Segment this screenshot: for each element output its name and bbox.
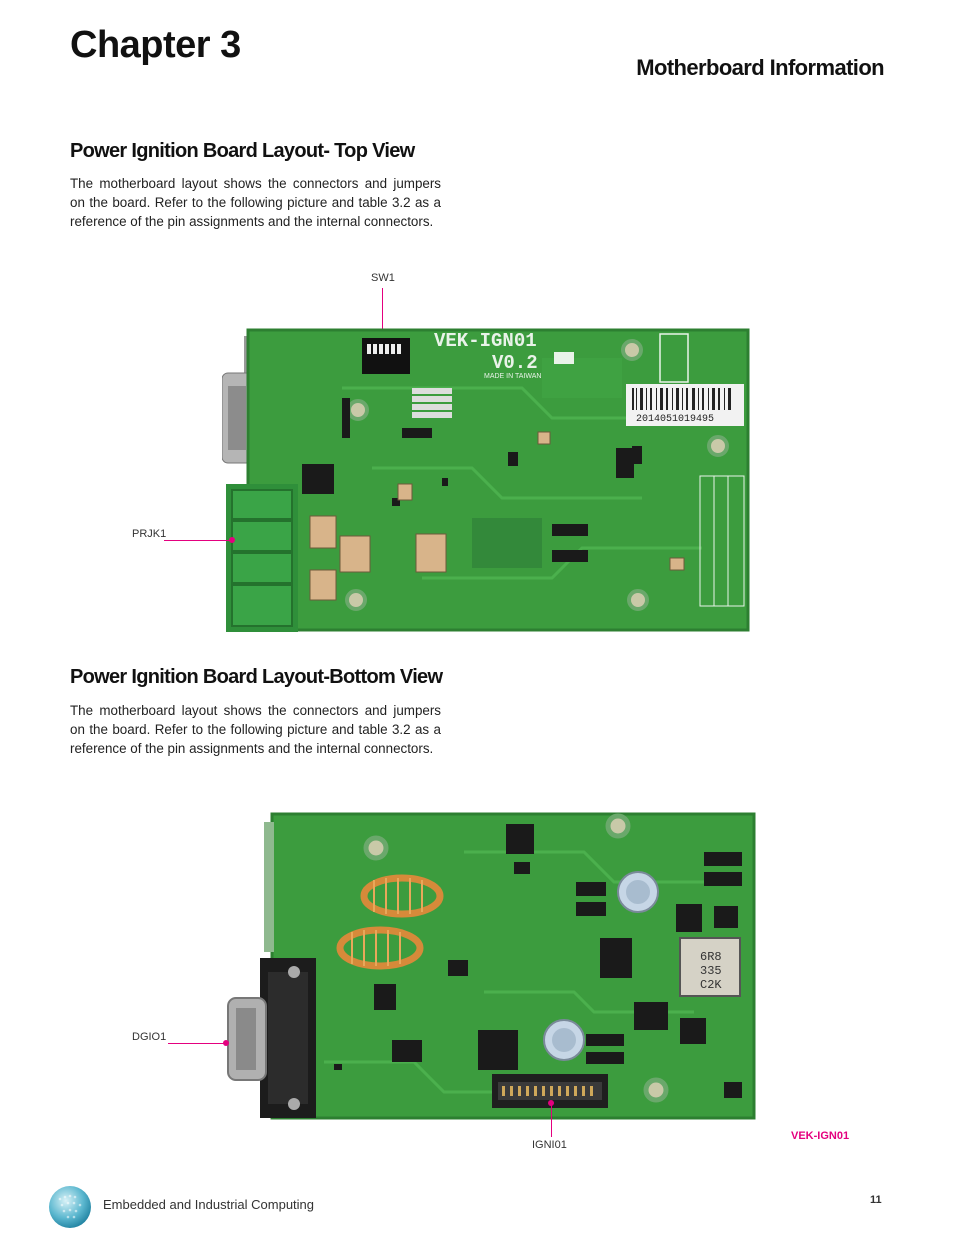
chapter-title: Chapter 3 bbox=[70, 24, 241, 66]
prjk1-leader-line bbox=[164, 540, 231, 541]
bottom-view-board-image: 6R8 335 C2K bbox=[224, 812, 756, 1120]
dgio1-label: DGIO1 bbox=[132, 1031, 167, 1043]
board-caption: VEK-IGN01 bbox=[791, 1130, 850, 1142]
bottom-view-description: The motherboard layout shows the connect… bbox=[70, 703, 441, 756]
dgio1-leader-dot bbox=[223, 1040, 229, 1046]
footer-company-text: Embedded and Industrial Computing bbox=[103, 1197, 315, 1212]
sw1-label: SW1 bbox=[371, 272, 395, 284]
sw1-leader-line bbox=[382, 288, 383, 340]
top-board-svg: VEK-IGN01 V0.2 MADE IN TAIWAN 2014051019… bbox=[222, 328, 750, 632]
section-title: Motherboard Information bbox=[636, 55, 884, 80]
bottom-board-svg: 6R8 335 C2K bbox=[227, 812, 756, 1120]
dgio1-leader-line bbox=[168, 1043, 226, 1044]
board-model-text: VEK-IGN01 bbox=[434, 330, 537, 352]
prjk1-label: PRJK1 bbox=[132, 528, 167, 540]
svg-text:C2K: C2K bbox=[700, 978, 722, 992]
page-number: 11 bbox=[870, 1194, 882, 1206]
board-version-text: V0.2 bbox=[492, 352, 538, 374]
board-serial-text: 2014051019495 bbox=[636, 414, 714, 425]
top-view-description: The motherboard layout shows the connect… bbox=[70, 176, 441, 229]
top-view-board-image: VEK-IGN01 V0.2 MADE IN TAIWAN 2014051019… bbox=[222, 328, 750, 632]
bottom-view-heading: Power Ignition Board Layout-Bottom View bbox=[70, 666, 443, 688]
svg-text:335: 335 bbox=[700, 964, 722, 978]
top-view-heading: Power Ignition Board Layout- Top View bbox=[70, 140, 415, 162]
company-logo-icon bbox=[48, 1185, 92, 1229]
igni01-leader-line bbox=[551, 1103, 552, 1137]
igni01-label: IGNI01 bbox=[532, 1139, 567, 1151]
board-made-in-text: MADE IN TAIWAN bbox=[484, 373, 541, 380]
prjk1-leader-dot bbox=[229, 537, 235, 543]
svg-text:6R8: 6R8 bbox=[700, 950, 722, 964]
